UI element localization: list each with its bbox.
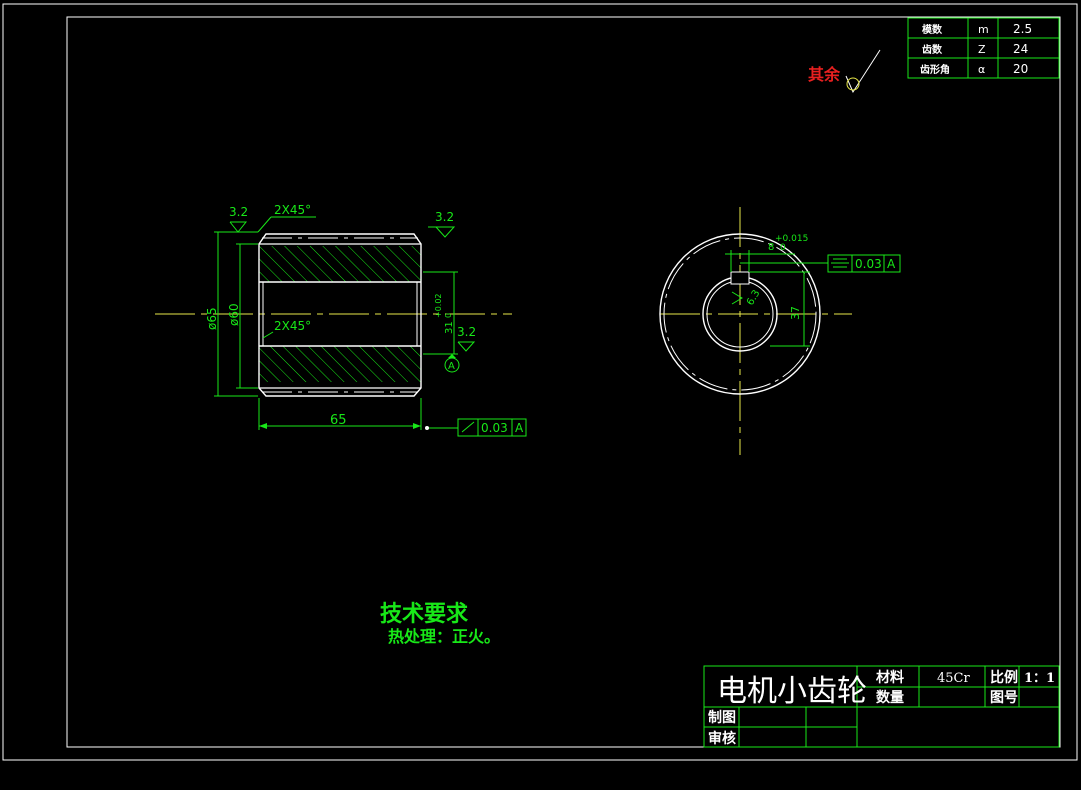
front-view: 3.2 2X45° 3.2 2X45° ø65 ø60 65 31 +0.02 (155, 203, 527, 437)
drawn-label: 制图 (708, 709, 736, 726)
table-symbol-angle: α (978, 63, 985, 76)
roughness-circle-icon (846, 77, 860, 91)
table-symbol-module: m (978, 23, 989, 36)
scale-label: 比例 (990, 669, 1018, 686)
dia-root-label: ø60 (227, 303, 241, 326)
table-symbol-teeth: Z (978, 43, 986, 56)
key-tol-lower: 0 (780, 243, 786, 253)
roughness-left-label: 3.2 (229, 205, 248, 219)
checked-label: 审核 (708, 730, 736, 747)
side-view: 8 0 +0.015 6.3 37 0.03 A (659, 207, 901, 455)
symmetry-icon (831, 258, 849, 268)
length-label: 65 (330, 413, 347, 428)
table-name-angle: 齿形角 (920, 63, 950, 76)
title-block: 电机小齿轮 材料 45Cr 比例 1：1 数量 图号 制图 审核 (703, 665, 1060, 748)
table-name-module: 模数 (922, 23, 943, 36)
bore-dim-label: 31 (444, 321, 455, 334)
runout-value: 0.03 (481, 421, 508, 435)
roughness-right-label: 3.2 (435, 210, 454, 224)
technical-notes: 技术要求 热处理：正火。 (380, 601, 500, 646)
surface-note-text: 其余 (808, 65, 841, 84)
chamfer-top-label: 2X45° (274, 203, 311, 217)
drawing-no-label: 图号 (990, 690, 1018, 706)
roughness-check-icon (845, 49, 881, 94)
sheet-outer-border (2, 3, 1078, 761)
symmetry-value: 0.03 (855, 257, 882, 271)
surface-roughness-note: 其余 (808, 49, 881, 94)
upper-section-hatch (259, 246, 421, 282)
roughness-bore-label: 3.2 (457, 325, 476, 339)
table-value-teeth: 24 (1013, 42, 1028, 56)
table-value-module: 2.5 (1013, 22, 1032, 36)
quantity-label: 数量 (876, 689, 904, 706)
table-name-teeth: 齿数 (922, 43, 943, 56)
material-label: 材料 (876, 669, 904, 686)
dia-outer-label: ø65 (205, 307, 219, 330)
part-name: 电机小齿轮 (717, 674, 867, 709)
key-width-label: 8 (768, 242, 774, 253)
runout-datum: A (515, 421, 524, 435)
material-value: 45Cr (937, 671, 970, 686)
symmetry-datum: A (887, 257, 896, 271)
key-tol-label: +0.015 (775, 234, 808, 244)
chamfer-inner-label: 2X45° (274, 319, 311, 333)
notes-line-1: 热处理：正火。 (388, 627, 500, 646)
tip-circle (659, 233, 821, 395)
bore-tol-upper: +0.02 (434, 293, 443, 318)
keyway (730, 271, 750, 285)
sheet-frame-border (66, 16, 1061, 748)
key-depth-label: 37 (789, 306, 802, 320)
gear-outline (258, 233, 422, 397)
key-roughness-label: 6.3 (745, 288, 762, 307)
scale-value: 1：1 (1024, 671, 1055, 686)
datum-a-label: A (448, 361, 455, 372)
table-value-angle: 20 (1013, 62, 1028, 76)
gear-parameter-table: 模数 m 2.5 齿数 Z 24 齿形角 α 20 (907, 17, 1060, 79)
bore-tol-lower: 0 (444, 313, 453, 318)
runout-arrow-icon (461, 421, 475, 433)
notes-title: 技术要求 (380, 601, 468, 627)
lower-section-hatch (259, 346, 421, 382)
pitch-circle (663, 237, 817, 391)
